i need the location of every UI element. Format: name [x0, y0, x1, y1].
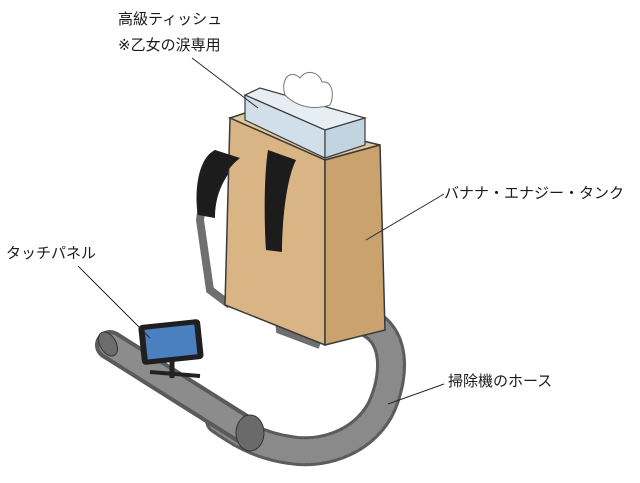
hose-label: 掃除機のホース: [448, 372, 553, 390]
tissue-box: [243, 72, 368, 159]
vacuum-wand: [95, 330, 265, 452]
backpack-straps-front: [199, 150, 296, 252]
touch-panel-label: タッチパネル: [6, 244, 97, 262]
touch-panel-device: [138, 319, 204, 378]
tissue-label-line1: 高級ティッシュ: [118, 10, 223, 28]
leader-lines: [77, 57, 445, 405]
tissue-label-line2: ※乙女の涙専用: [118, 36, 221, 54]
tank-label: バナナ・エナジー・タンク: [444, 184, 625, 202]
